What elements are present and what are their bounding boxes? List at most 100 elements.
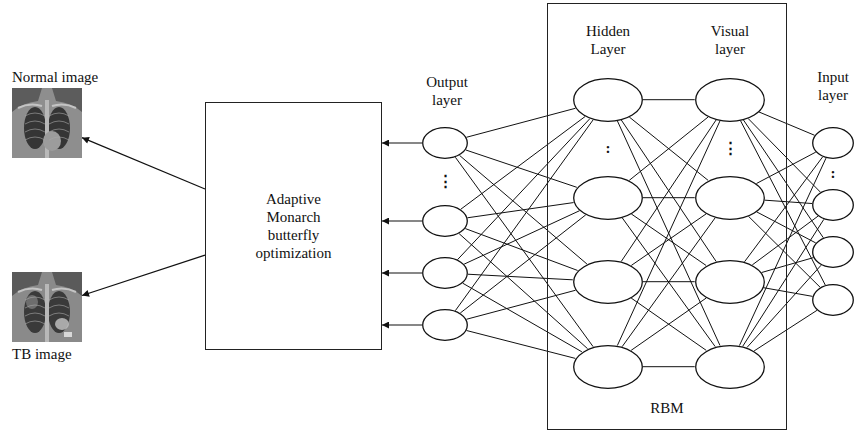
layer-label: Hidden Layer <box>577 22 639 58</box>
output-neuron <box>422 127 468 159</box>
normal-xray <box>12 88 82 158</box>
weight-line <box>466 290 575 319</box>
weight-line <box>631 298 706 350</box>
image-panel: TB image <box>12 272 82 342</box>
xray-marker <box>64 332 72 337</box>
xray-body <box>12 88 82 158</box>
label-holder: Input layer <box>809 68 857 104</box>
label-holder: Output layer <box>416 73 478 109</box>
tb-xray <box>12 272 82 342</box>
neuron-outline <box>812 127 854 159</box>
xray-ribs <box>25 113 69 140</box>
visual-neuron <box>695 78 765 122</box>
weight-line <box>631 214 706 266</box>
weight-line <box>643 99 695 100</box>
neuron-ellipse <box>573 78 642 121</box>
rbm-block: RBM <box>547 3 787 430</box>
weight-line <box>459 234 587 349</box>
neuron-outline <box>695 260 765 304</box>
neuron-ellipse <box>573 345 642 388</box>
xray-heart <box>43 131 61 151</box>
xray-lesion <box>55 318 69 330</box>
neuron-outline <box>695 345 765 389</box>
input-neuron <box>812 127 854 159</box>
neuron-ellipse <box>695 78 764 121</box>
weight-line <box>762 258 814 273</box>
label-holder: Hidden Layer <box>577 22 639 58</box>
neuron-outline <box>422 127 468 159</box>
neuron-outline <box>812 189 854 221</box>
weight-line <box>466 108 575 137</box>
neuron-ellipse <box>813 190 854 221</box>
neuron-ellipse <box>813 128 854 159</box>
ellipsis-mark: : <box>604 141 613 156</box>
weight-line <box>455 120 593 311</box>
xray-body <box>12 272 82 342</box>
weight-line <box>643 366 695 367</box>
visual-neuron <box>695 260 765 304</box>
neuron-ellipse <box>423 310 468 341</box>
node-text: Adaptive Monarch butterfly optimization <box>246 190 341 262</box>
weight-line <box>466 150 577 187</box>
neuron-ellipse <box>573 260 642 303</box>
neuron-ellipse <box>423 128 468 159</box>
input-neuron <box>812 284 854 316</box>
arrow-connector <box>382 324 422 325</box>
weight-line <box>763 288 812 297</box>
ellipsis-mark: ⋮ <box>721 141 740 156</box>
weight-line <box>631 214 706 266</box>
neuron-ellipse <box>695 176 764 219</box>
process-box: Adaptive Monarch butterfly optimization <box>205 102 382 350</box>
neuron-outline <box>573 345 643 389</box>
layer-label: Visual layer <box>699 22 761 58</box>
image-caption: Normal image <box>12 68 82 86</box>
neuron-ellipse <box>813 237 854 268</box>
xray-clavicle <box>18 104 76 108</box>
arrow-connector <box>382 272 422 273</box>
image-caption: TB image <box>12 345 82 363</box>
arrow-connector <box>382 220 422 221</box>
label-holder: : <box>598 140 618 157</box>
weight-line <box>754 310 817 351</box>
hidden-neuron <box>573 176 643 220</box>
weight-line <box>460 215 585 313</box>
neuron-ellipse <box>813 285 854 316</box>
label-holder: : <box>823 165 843 182</box>
visual-neuron <box>695 176 765 220</box>
xray-spine <box>45 284 49 342</box>
neuron-outline <box>695 78 765 122</box>
neuron-outline <box>695 176 765 220</box>
xray-ground <box>12 88 82 158</box>
neuron-outline <box>812 284 854 316</box>
neuron-ellipse <box>695 260 764 303</box>
weight-line <box>461 117 585 210</box>
neuron-outline <box>573 78 643 122</box>
neuron-ellipse <box>423 258 468 289</box>
neuron-outline <box>573 176 643 220</box>
weight-line <box>458 119 590 260</box>
weight-line <box>467 331 576 359</box>
neuron-outline <box>422 205 468 237</box>
arrow-connector <box>82 255 205 295</box>
xray-ribs <box>25 297 69 324</box>
weight-line <box>743 120 823 238</box>
neuron-ellipse <box>695 345 764 388</box>
neuron-outline <box>573 260 643 304</box>
weight-line <box>468 203 574 218</box>
image-panel: Normal image <box>12 88 82 158</box>
output-neuron <box>422 257 468 289</box>
hidden-neuron <box>573 345 643 389</box>
neuron-outline <box>422 309 468 341</box>
arrow-connector <box>82 138 205 189</box>
weight-line <box>463 283 582 352</box>
visual-neuron <box>695 345 765 389</box>
ellipsis-mark: ⋮ <box>436 174 455 189</box>
weight-line <box>752 216 818 265</box>
label-holder: ⋮ <box>435 173 455 190</box>
neuron-ellipse <box>423 206 468 237</box>
ellipsis-mark: : <box>829 166 838 181</box>
output-neuron <box>422 205 468 237</box>
weight-line <box>460 155 587 264</box>
neuron-outline <box>812 236 854 268</box>
arrow-connector <box>382 142 422 143</box>
